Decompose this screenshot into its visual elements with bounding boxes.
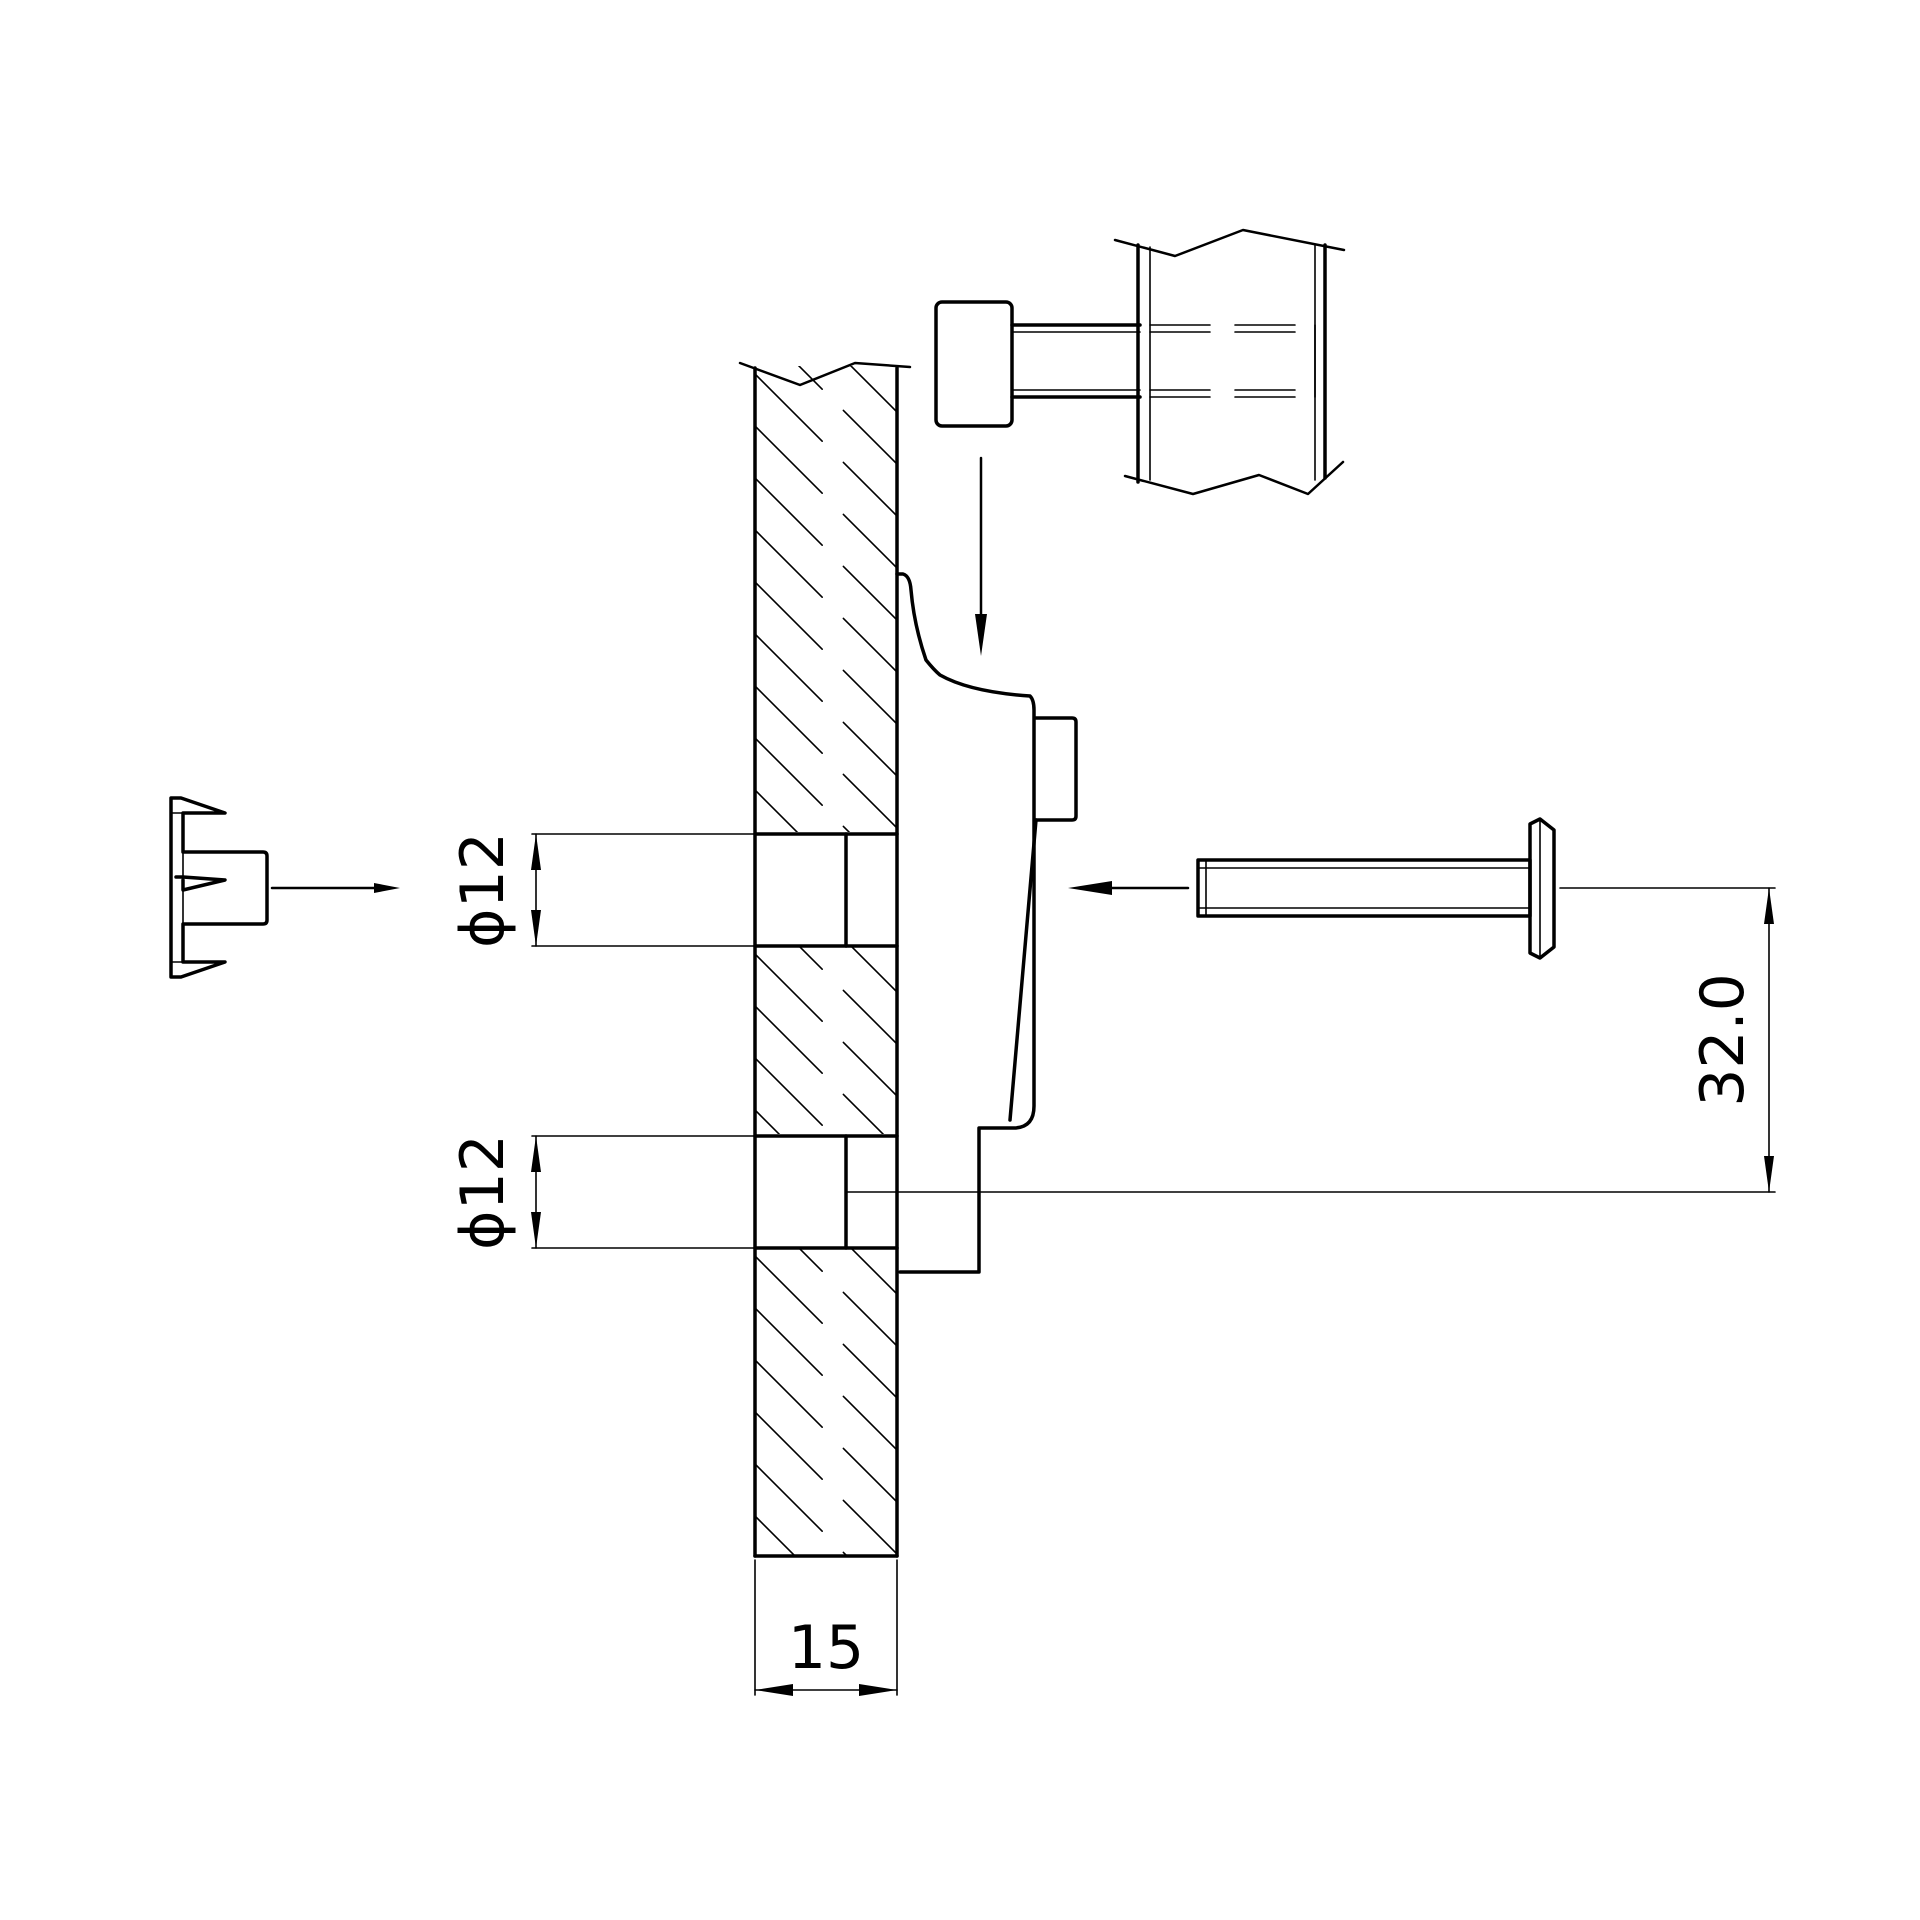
hatch-line [755, 1515, 797, 1556]
hinge-plate-tab [1034, 716, 1078, 822]
hatch-line [755, 1005, 885, 1134]
hatch-line [755, 1307, 897, 1451]
assembly-arrows [270, 456, 1190, 895]
hatch-line [755, 529, 897, 673]
hatch-line [755, 1411, 897, 1555]
hatch-line [755, 218, 897, 360]
arrow-right [270, 883, 400, 893]
hatch-line [797, 1248, 897, 1347]
hatch-line [755, 1100, 897, 1242]
arrow-left [1068, 881, 1190, 895]
hatch-line [755, 1359, 897, 1503]
cam-connector [934, 300, 1142, 428]
hatch-line [849, 366, 897, 413]
hatch-line [755, 425, 897, 569]
hatch-line [755, 166, 897, 308]
hatch-line [755, 1048, 897, 1190]
dimension-label-hole-bottom: ϕ12 [448, 1134, 518, 1250]
hatch-line [755, 842, 897, 984]
hatch-line [755, 798, 897, 940]
hatch-line [755, 1162, 897, 1304]
dimension-label-hole-top: ϕ12 [448, 832, 518, 948]
hatch-line [755, 581, 897, 725]
cross-rail-section [1113, 228, 1346, 496]
bolt-head [1528, 817, 1556, 960]
dimension-spacing: 32.0 [845, 887, 1776, 1193]
hatch-line [755, 737, 851, 832]
hatch-line [755, 746, 897, 888]
connecting-bolt [1196, 817, 1556, 960]
hatch-line [755, 373, 897, 517]
hatch-line [755, 1109, 781, 1134]
panel-hatch-bottom [755, 1048, 897, 1556]
dimension-label-thickness: 15 [788, 1613, 864, 1683]
arrow-down [975, 456, 987, 656]
dimension-hole-bottom: ϕ12 [448, 1134, 756, 1250]
hatch-line [755, 789, 799, 832]
hatch-line [797, 366, 897, 465]
hatch-line [755, 685, 897, 829]
dimension-hole-top: ϕ12 [448, 832, 756, 948]
hatch-line [755, 1255, 897, 1399]
expansion-plug [169, 796, 269, 979]
panel-hatch-mid [755, 746, 897, 1304]
hatch-line [849, 1248, 897, 1295]
hole-top [753, 832, 899, 948]
panel-break-line [738, 361, 912, 387]
cam-connector-head [934, 300, 1014, 428]
panel-section [738, 166, 912, 1558]
hatch-line [797, 946, 897, 1045]
hatch-line [755, 953, 897, 1097]
hatch-line [755, 1057, 833, 1134]
hatch-line [849, 946, 897, 993]
dimension-thickness: 15 [754, 1559, 898, 1696]
hatch-line [755, 1463, 849, 1556]
hatch-line [755, 633, 897, 777]
hinge-plate [895, 572, 1078, 1274]
hatch-line [755, 477, 897, 621]
panel-hatch-top [755, 166, 897, 984]
dimension-label-spacing: 32.0 [1688, 973, 1758, 1107]
